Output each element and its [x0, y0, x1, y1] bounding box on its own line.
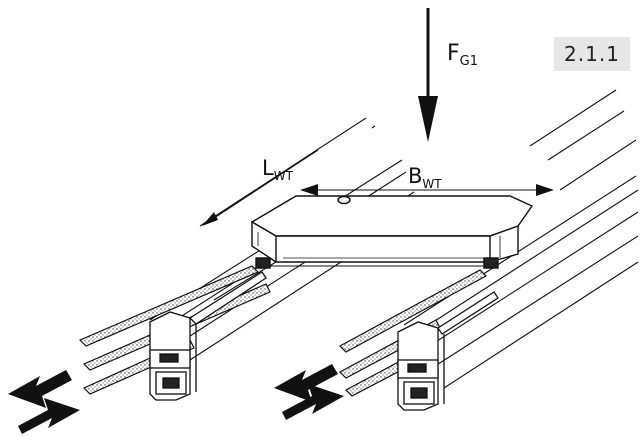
force-arrow-down-icon — [418, 8, 438, 142]
right-rail-profile — [397, 291, 499, 411]
force-label: FG1 — [447, 41, 478, 69]
left-rail-profile — [149, 271, 267, 401]
width-dimension: BWT — [300, 164, 554, 196]
motion-arrow-right-icon — [18, 398, 80, 434]
workpiece-carrier — [250, 195, 534, 269]
section-number-badge: 2.1.1 — [554, 37, 630, 71]
motion-arrow-left-icon — [274, 364, 338, 402]
motion-arrow-right-icon — [282, 384, 344, 420]
motion-arrow-left-icon — [8, 370, 72, 408]
width-label: BWT — [408, 164, 442, 191]
length-label: LWT — [262, 156, 294, 183]
length-dimension: LWT — [202, 149, 319, 226]
